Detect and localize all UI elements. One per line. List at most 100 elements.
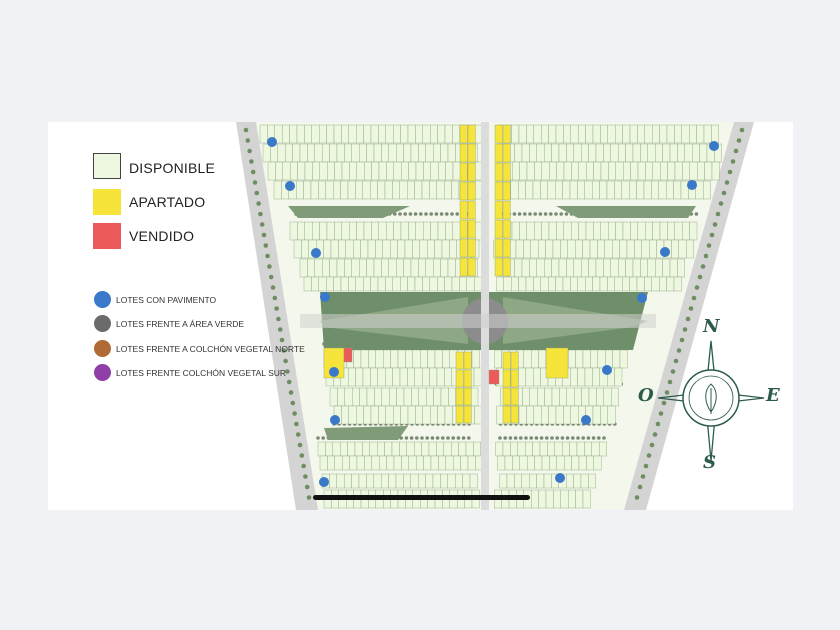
lot-reserved[interactable] — [467, 200, 476, 220]
lot[interactable] — [275, 161, 283, 181]
lot[interactable] — [618, 143, 626, 163]
lot[interactable] — [370, 180, 378, 200]
lot[interactable] — [427, 239, 435, 259]
lot[interactable] — [444, 367, 452, 387]
lot[interactable] — [444, 405, 453, 425]
lot[interactable] — [293, 239, 302, 259]
lot[interactable] — [534, 161, 542, 181]
lot[interactable] — [563, 161, 572, 181]
lot[interactable] — [386, 455, 395, 471]
lot[interactable] — [391, 441, 400, 457]
lot[interactable] — [352, 387, 360, 407]
lot[interactable] — [519, 455, 528, 471]
lot[interactable] — [303, 180, 312, 200]
lot[interactable] — [570, 405, 579, 425]
lot[interactable] — [563, 221, 572, 241]
lot[interactable] — [551, 387, 560, 407]
lot[interactable] — [359, 143, 367, 163]
lot[interactable] — [578, 221, 587, 241]
lot[interactable] — [711, 161, 720, 181]
lot[interactable] — [530, 239, 539, 259]
lot[interactable] — [430, 455, 439, 471]
lot[interactable] — [703, 124, 712, 144]
lot[interactable] — [593, 455, 602, 471]
lot[interactable] — [637, 124, 646, 144]
lot[interactable] — [319, 455, 328, 471]
lot[interactable] — [442, 349, 450, 369]
lot[interactable] — [438, 455, 446, 471]
lot[interactable] — [333, 276, 342, 292]
lot[interactable] — [459, 276, 467, 292]
lot[interactable] — [356, 221, 365, 241]
lot[interactable] — [584, 441, 593, 457]
lot[interactable] — [545, 489, 554, 509]
lot-reserved[interactable] — [494, 238, 503, 258]
lot[interactable] — [581, 258, 589, 278]
lot[interactable] — [403, 387, 412, 407]
lot[interactable] — [540, 180, 548, 200]
lot[interactable] — [326, 221, 335, 241]
lot[interactable] — [575, 489, 584, 509]
lot[interactable] — [580, 473, 589, 489]
lot[interactable] — [541, 161, 550, 181]
lot[interactable] — [674, 124, 683, 144]
lot[interactable] — [666, 276, 675, 292]
lot[interactable] — [652, 124, 660, 144]
lot[interactable] — [526, 124, 534, 144]
lot[interactable] — [623, 161, 631, 181]
lot[interactable] — [531, 349, 539, 369]
lot[interactable] — [273, 180, 282, 200]
lot[interactable] — [496, 276, 504, 292]
lot[interactable] — [581, 387, 590, 407]
lot[interactable] — [610, 143, 619, 163]
lot[interactable] — [471, 349, 480, 369]
lot[interactable] — [259, 124, 268, 144]
lot[interactable] — [355, 367, 364, 387]
lot[interactable] — [336, 143, 345, 163]
lot[interactable] — [341, 161, 350, 181]
lot[interactable] — [649, 239, 657, 259]
lot[interactable] — [541, 405, 549, 425]
lot[interactable] — [563, 124, 572, 144]
lot[interactable] — [418, 143, 426, 163]
lot[interactable] — [578, 161, 587, 181]
lot[interactable] — [407, 405, 416, 425]
lot[interactable] — [332, 441, 341, 457]
lot[interactable] — [366, 258, 375, 278]
lot[interactable] — [452, 124, 460, 144]
lot[interactable] — [410, 143, 419, 163]
lot[interactable] — [514, 258, 523, 278]
lot[interactable] — [696, 124, 705, 144]
lot[interactable] — [662, 143, 671, 163]
lot[interactable] — [644, 124, 653, 144]
lot[interactable] — [322, 143, 330, 163]
lot[interactable] — [312, 221, 320, 241]
lot[interactable] — [451, 276, 460, 292]
lot-reserved[interactable] — [455, 351, 464, 370]
lot[interactable] — [512, 161, 520, 181]
lot[interactable] — [558, 143, 567, 163]
lot[interactable] — [589, 239, 598, 259]
lot[interactable] — [344, 143, 352, 163]
lot-reserved[interactable] — [545, 347, 569, 379]
lot[interactable] — [518, 276, 527, 292]
lot[interactable] — [326, 276, 334, 292]
lot[interactable] — [612, 349, 621, 369]
lot[interactable] — [659, 221, 668, 241]
lot[interactable] — [655, 143, 663, 163]
lot-reserved[interactable] — [467, 124, 476, 144]
lot[interactable] — [396, 143, 404, 163]
lot[interactable] — [525, 276, 534, 292]
lot[interactable] — [304, 161, 313, 181]
lot[interactable] — [386, 161, 394, 181]
lot[interactable] — [647, 143, 656, 163]
lot[interactable] — [560, 489, 569, 509]
lot[interactable] — [362, 367, 371, 387]
lot[interactable] — [555, 405, 564, 425]
site-plan-map[interactable] — [48, 122, 793, 510]
lot[interactable] — [418, 387, 427, 407]
lot[interactable] — [447, 143, 456, 163]
lot[interactable] — [591, 441, 600, 457]
lot[interactable] — [529, 143, 537, 163]
lot[interactable] — [389, 387, 397, 407]
